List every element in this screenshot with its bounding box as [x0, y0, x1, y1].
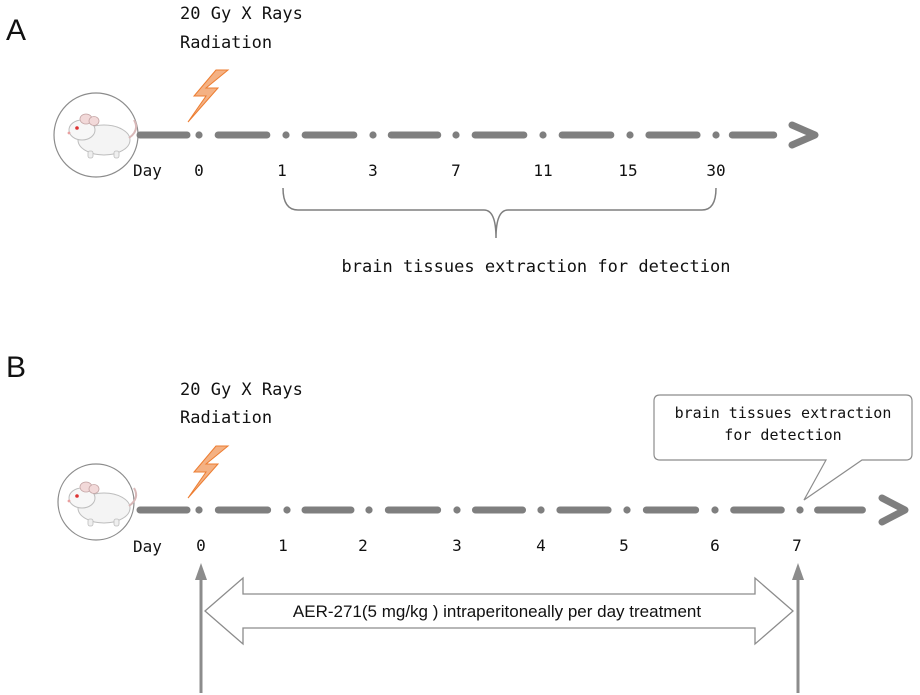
- timeline-dot: [452, 131, 460, 139]
- treatment-text: AER-271(5 mg/kg ) intraperitoneally per …: [293, 602, 701, 621]
- timeline-dot: [453, 506, 461, 514]
- timeline-a: [136, 131, 778, 139]
- day-label: 2: [358, 536, 368, 555]
- timeline-dot: [623, 506, 631, 514]
- start-arrow: [195, 563, 207, 693]
- day-label: 11: [533, 161, 552, 180]
- day-label: 0: [196, 536, 206, 555]
- timeline-dot: [626, 131, 634, 139]
- day-label: 4: [536, 536, 546, 555]
- lightning-bolt-icon: [187, 445, 229, 499]
- day-label: 0: [194, 161, 204, 180]
- day-label: 30: [706, 161, 725, 180]
- timeline-dot: [195, 506, 203, 514]
- panel-a-day-label: Day: [133, 161, 162, 180]
- timeline-a-arrowhead: [788, 121, 819, 149]
- timeline-dot: [537, 506, 545, 514]
- panel-b-day-label: Day: [133, 537, 162, 556]
- day-label: 3: [368, 161, 378, 180]
- timeline-b-arrowhead: [878, 494, 909, 526]
- timeline-b: [136, 506, 866, 514]
- panel-b-radiation-line1: 20 Gy X Rays: [180, 380, 303, 400]
- day-label: 7: [451, 161, 461, 180]
- panel-a-extraction-text: brain tissues extraction for detection: [342, 257, 731, 277]
- day-label: 6: [710, 536, 720, 555]
- timeline-dot: [539, 131, 547, 139]
- timeline-dot: [796, 506, 804, 514]
- panel-b-radiation-line2: Radiation: [180, 408, 272, 428]
- end-arrow: [792, 563, 804, 693]
- day-label: 7: [792, 536, 802, 555]
- timeline-dot: [283, 506, 291, 514]
- timeline-dot: [712, 131, 720, 139]
- timeline-dot: [365, 506, 373, 514]
- treatment-double-arrow: [204, 576, 794, 646]
- timeline-dot: [195, 131, 203, 139]
- callout-line1: brain tissues extraction: [675, 404, 892, 422]
- timeline-dot: [711, 506, 719, 514]
- callout-line2: for detection: [724, 426, 841, 444]
- extraction-bracket: [282, 187, 717, 239]
- panel-b-label: B: [6, 351, 26, 384]
- day-label: 5: [619, 536, 629, 555]
- day-label: 3: [452, 536, 462, 555]
- extraction-callout: [653, 394, 913, 501]
- day-label: 1: [277, 161, 287, 180]
- day-label: 15: [618, 161, 637, 180]
- timeline-dot: [282, 131, 290, 139]
- panel-a-radiation-line1: 20 Gy X Rays: [180, 4, 303, 24]
- panel-a-radiation-line2: Radiation: [180, 33, 272, 53]
- lightning-bolt-icon: [187, 69, 229, 123]
- panel-a-label: A: [6, 14, 26, 47]
- day-ticks-b: 0 1 2 3 4 5 6 7: [196, 536, 802, 555]
- day-ticks-a: 0 1 3 7 11 15 30: [194, 161, 725, 180]
- timeline-dot: [369, 131, 377, 139]
- day-label: 1: [278, 536, 288, 555]
